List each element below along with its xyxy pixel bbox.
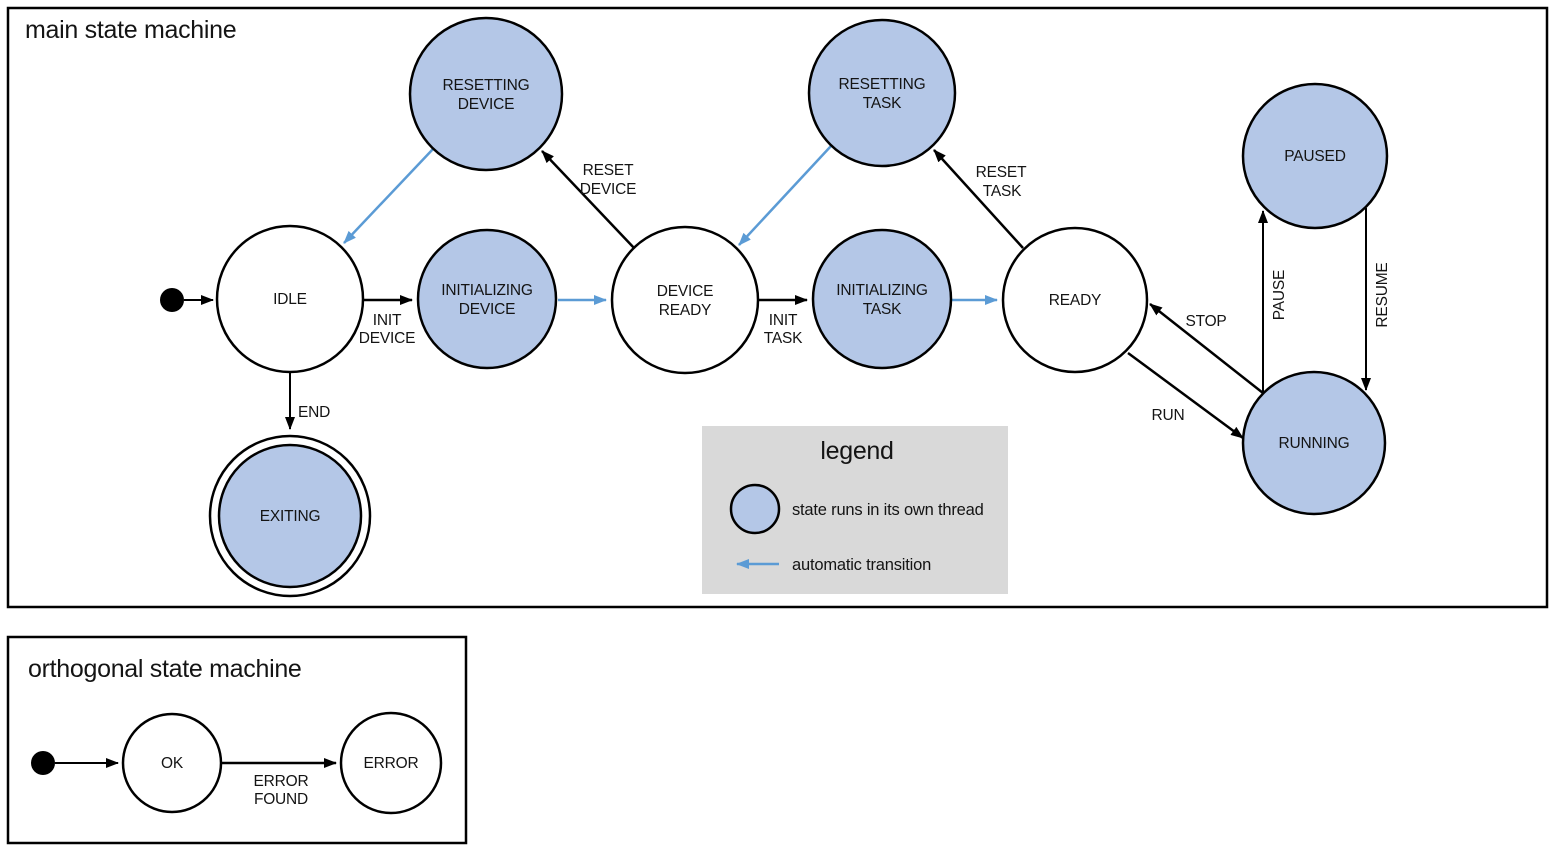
state-resetting-task-circle <box>807 18 957 168</box>
transition-label-init-device-line2: DEVICE <box>359 330 416 347</box>
state-paused-label: PAUSED <box>1284 148 1345 165</box>
state-ready-label: READY <box>1049 292 1101 309</box>
state-ready: READY <box>1001 226 1149 374</box>
main-state-machine-frame <box>6 6 1549 609</box>
state-initializing-device-label-line2: DEVICE <box>459 301 516 318</box>
state-resetting-device-circle <box>408 16 564 172</box>
transition-running-to-ready <box>1149 303 1264 394</box>
transition-label-init-device-line1: INIT <box>373 312 402 329</box>
transition-label-init-task-line2: TASK <box>764 330 803 347</box>
orthogonal-state-machine-frame <box>6 635 468 845</box>
transition-ready-to-running <box>1127 351 1244 440</box>
transition-label-error-found-line1: ERROR <box>254 773 309 790</box>
state-idle-label: IDLE <box>273 291 307 308</box>
state-exiting-circle <box>217 443 363 589</box>
state-initializing-device-circle <box>416 228 558 370</box>
state-device-ready-label-line1: DEVICE <box>657 283 714 300</box>
transition-device-ready-to-resetting-device <box>541 150 636 250</box>
state-ready-circle <box>1001 226 1149 374</box>
state-idle-circle <box>215 224 365 374</box>
state-ok-label: OK <box>161 755 184 772</box>
state-running-label: RUNNING <box>1279 435 1350 452</box>
initial-state-icon <box>160 288 184 312</box>
main-state-machine-title: main state machine <box>25 16 236 44</box>
state-initializing-task: INITIALIZING TASK <box>811 228 953 370</box>
state-error: ERROR <box>339 711 443 815</box>
state-resetting-task: RESETTING TASK <box>807 18 957 168</box>
state-exiting: EXITING <box>208 434 372 598</box>
state-device-ready: DEVICE READY <box>610 225 760 375</box>
state-resetting-task-label-line1: RESETTING <box>839 76 926 93</box>
state-error-label: ERROR <box>364 755 419 772</box>
state-device-ready-circle <box>610 225 760 375</box>
state-initializing-device: INITIALIZING DEVICE <box>416 228 558 370</box>
transition-label-stop: STOP <box>1185 313 1226 330</box>
orthogonal-state-machine: orthogonal state machine OK ERROR FOUND … <box>6 635 468 845</box>
black-transitions: INIT DEVICE RESET DEVICE INIT TASK RESET… <box>285 149 1391 440</box>
state-ok-circle <box>121 712 223 814</box>
state-ok: OK <box>121 712 223 814</box>
legend-thread-state-icon <box>729 483 781 535</box>
transition-resetting-device-to-idle <box>343 148 434 244</box>
transition-label-reset-device-line1: RESET <box>583 162 634 179</box>
transition-label-reset-device-line2: DEVICE <box>580 181 637 198</box>
state-resetting-device-label-line1: RESETTING <box>443 77 530 94</box>
state-paused-circle <box>1241 82 1389 230</box>
transition-label-error-found-line2: FOUND <box>254 791 308 808</box>
legend: legend state runs in its own thread auto… <box>702 426 1008 594</box>
transition-label-run: RUN <box>1152 407 1185 424</box>
state-resetting-device: RESETTING DEVICE <box>408 16 564 172</box>
state-running: RUNNING <box>1241 370 1387 516</box>
orthogonal-initial-state-icon <box>31 751 55 775</box>
state-resetting-task-label-line2: TASK <box>863 95 902 112</box>
state-initializing-task-label-line1: INITIALIZING <box>836 282 927 299</box>
state-exiting-label: EXITING <box>260 508 321 525</box>
state-initializing-device-label-line1: INITIALIZING <box>441 282 532 299</box>
transition-label-init-task-line1: INIT <box>769 312 798 329</box>
state-paused: PAUSED <box>1241 82 1389 230</box>
transition-label-end: END <box>298 404 330 421</box>
orthogonal-state-machine-title: orthogonal state machine <box>28 655 302 683</box>
legend-automatic-transition-label: automatic transition <box>792 556 931 574</box>
legend-thread-state-label: state runs in its own thread <box>792 501 984 519</box>
transition-label-resume: RESUME <box>1374 262 1391 327</box>
transition-resetting-task-to-device-ready <box>738 145 832 246</box>
state-error-circle <box>339 711 443 815</box>
state-initializing-task-label-line2: TASK <box>863 301 902 318</box>
state-idle: IDLE <box>215 224 365 374</box>
state-initializing-task-circle <box>811 228 953 370</box>
transition-label-reset-task-line2: TASK <box>983 183 1022 200</box>
transition-ready-to-resetting-task <box>933 149 1024 249</box>
state-resetting-device-label-line2: DEVICE <box>458 96 515 113</box>
legend-title: legend <box>820 437 893 465</box>
automatic-transitions <box>343 145 998 305</box>
state-running-circle <box>1241 370 1387 516</box>
state-device-ready-label-line2: READY <box>659 302 711 319</box>
transition-label-reset-task-line1: RESET <box>976 164 1027 181</box>
transition-label-pause: PAUSE <box>1271 270 1288 320</box>
